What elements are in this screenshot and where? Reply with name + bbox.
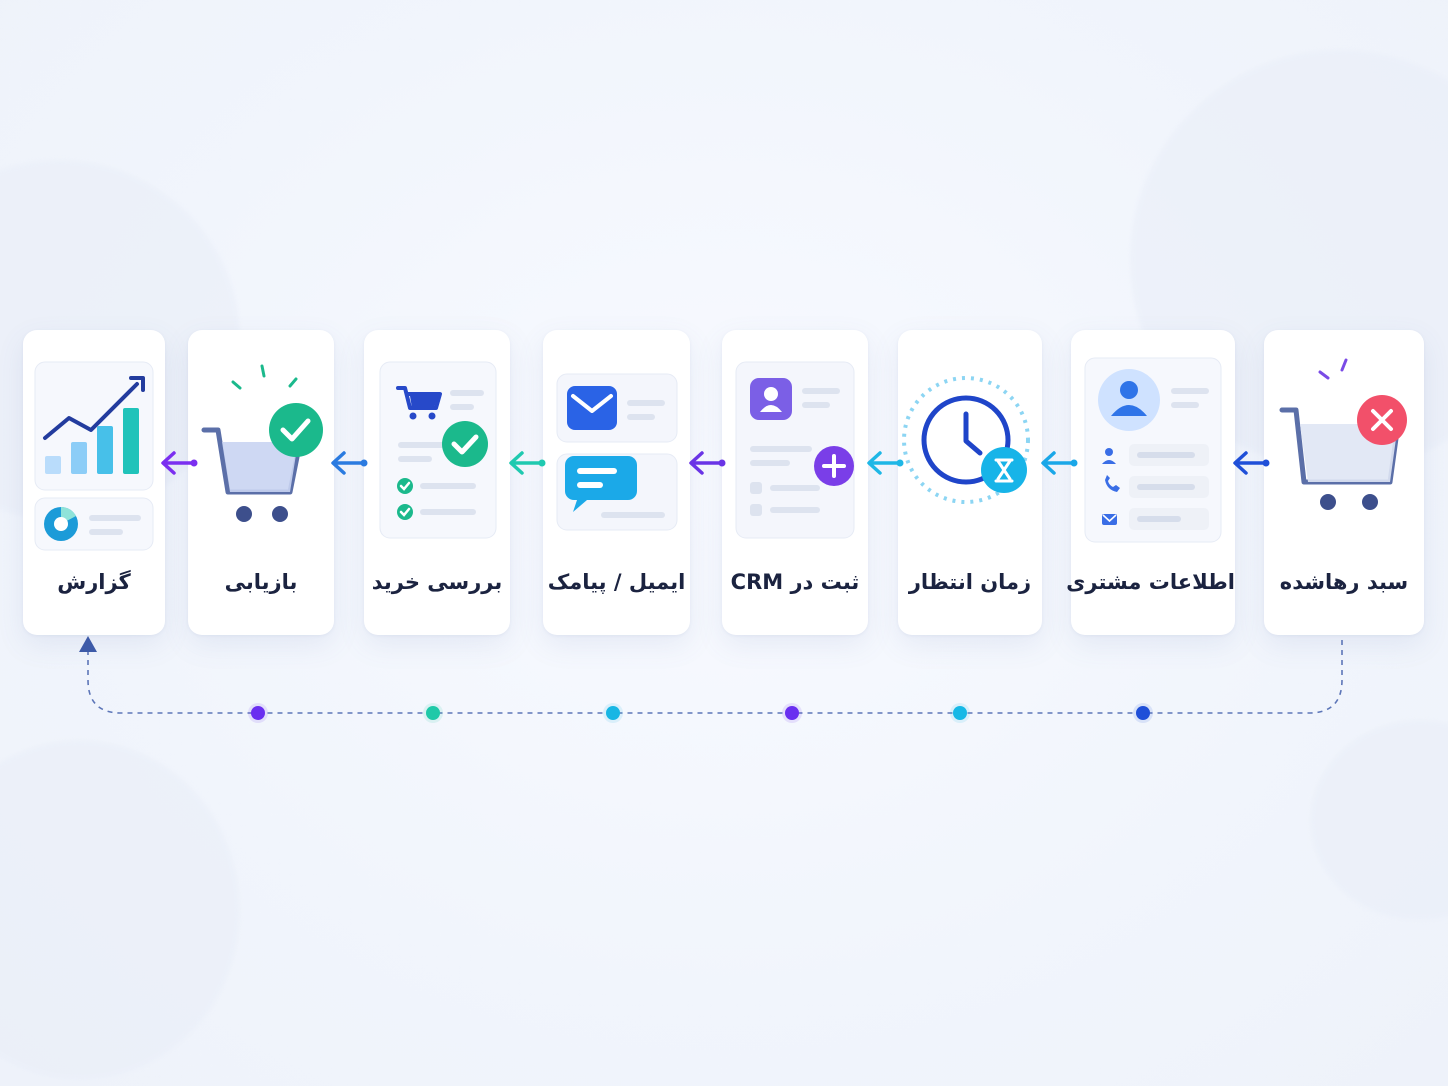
step-card-email-sms: ایمیل / پیامک [543, 330, 690, 635]
email-chat-icon [556, 373, 678, 531]
checklist-cart-icon [379, 361, 497, 539]
step-card-purchase-review: بررسی خرید [364, 330, 510, 635]
timeline-dot-halo [1133, 703, 1153, 723]
step-label: بازیابی [224, 570, 298, 594]
timeline-dot-halo [782, 703, 802, 723]
timeline-path [87, 640, 1343, 714]
timeline-dot [426, 706, 440, 720]
chart-report-icon [34, 361, 154, 551]
clock-hourglass-icon [902, 376, 1030, 504]
timeline-dot [785, 706, 799, 720]
step-label: سبد رهاشده [1279, 570, 1409, 594]
step-card-wait-time: زمان انتظار [898, 330, 1042, 635]
timeline-dot [1136, 706, 1150, 720]
user-profile-icon [1084, 357, 1222, 543]
step-label: زمان انتظار [908, 570, 1032, 594]
step-card-crm-entry: ثبت در CRM [722, 330, 868, 635]
cart-x-icon [1279, 358, 1407, 510]
step-card-recovery: بازیابی [188, 330, 334, 635]
timeline-dot [953, 706, 967, 720]
timeline-dots [248, 703, 1153, 723]
timeline-dot-halo [603, 703, 623, 723]
step-card-report: گزارش [23, 330, 165, 635]
timeline-dot [251, 706, 265, 720]
step-card-abandoned-cart: سبد رهاشده [1264, 330, 1424, 635]
crm-add-icon [735, 361, 855, 539]
timeline-dot [606, 706, 620, 720]
flow-arrow-icon [509, 451, 546, 475]
timeline-dot-halo [248, 703, 268, 723]
step-label: ثبت در CRM [730, 570, 860, 594]
step-label: ایمیل / پیامک [547, 570, 686, 594]
step-card-customer-info: اطلاعات مشتری [1066, 330, 1235, 635]
flow-arrow-icon [331, 451, 368, 475]
step-label: گزارش [57, 570, 131, 594]
cart-check-icon [201, 364, 323, 522]
timeline-dot-halo [950, 703, 970, 723]
step-label: بررسی خرید [371, 570, 503, 594]
step-label: اطلاعات مشتری [1066, 570, 1235, 594]
timeline-dot-halo [423, 703, 443, 723]
flow-arrow-icon [689, 451, 726, 475]
timeline-arrowhead-icon [79, 636, 97, 652]
